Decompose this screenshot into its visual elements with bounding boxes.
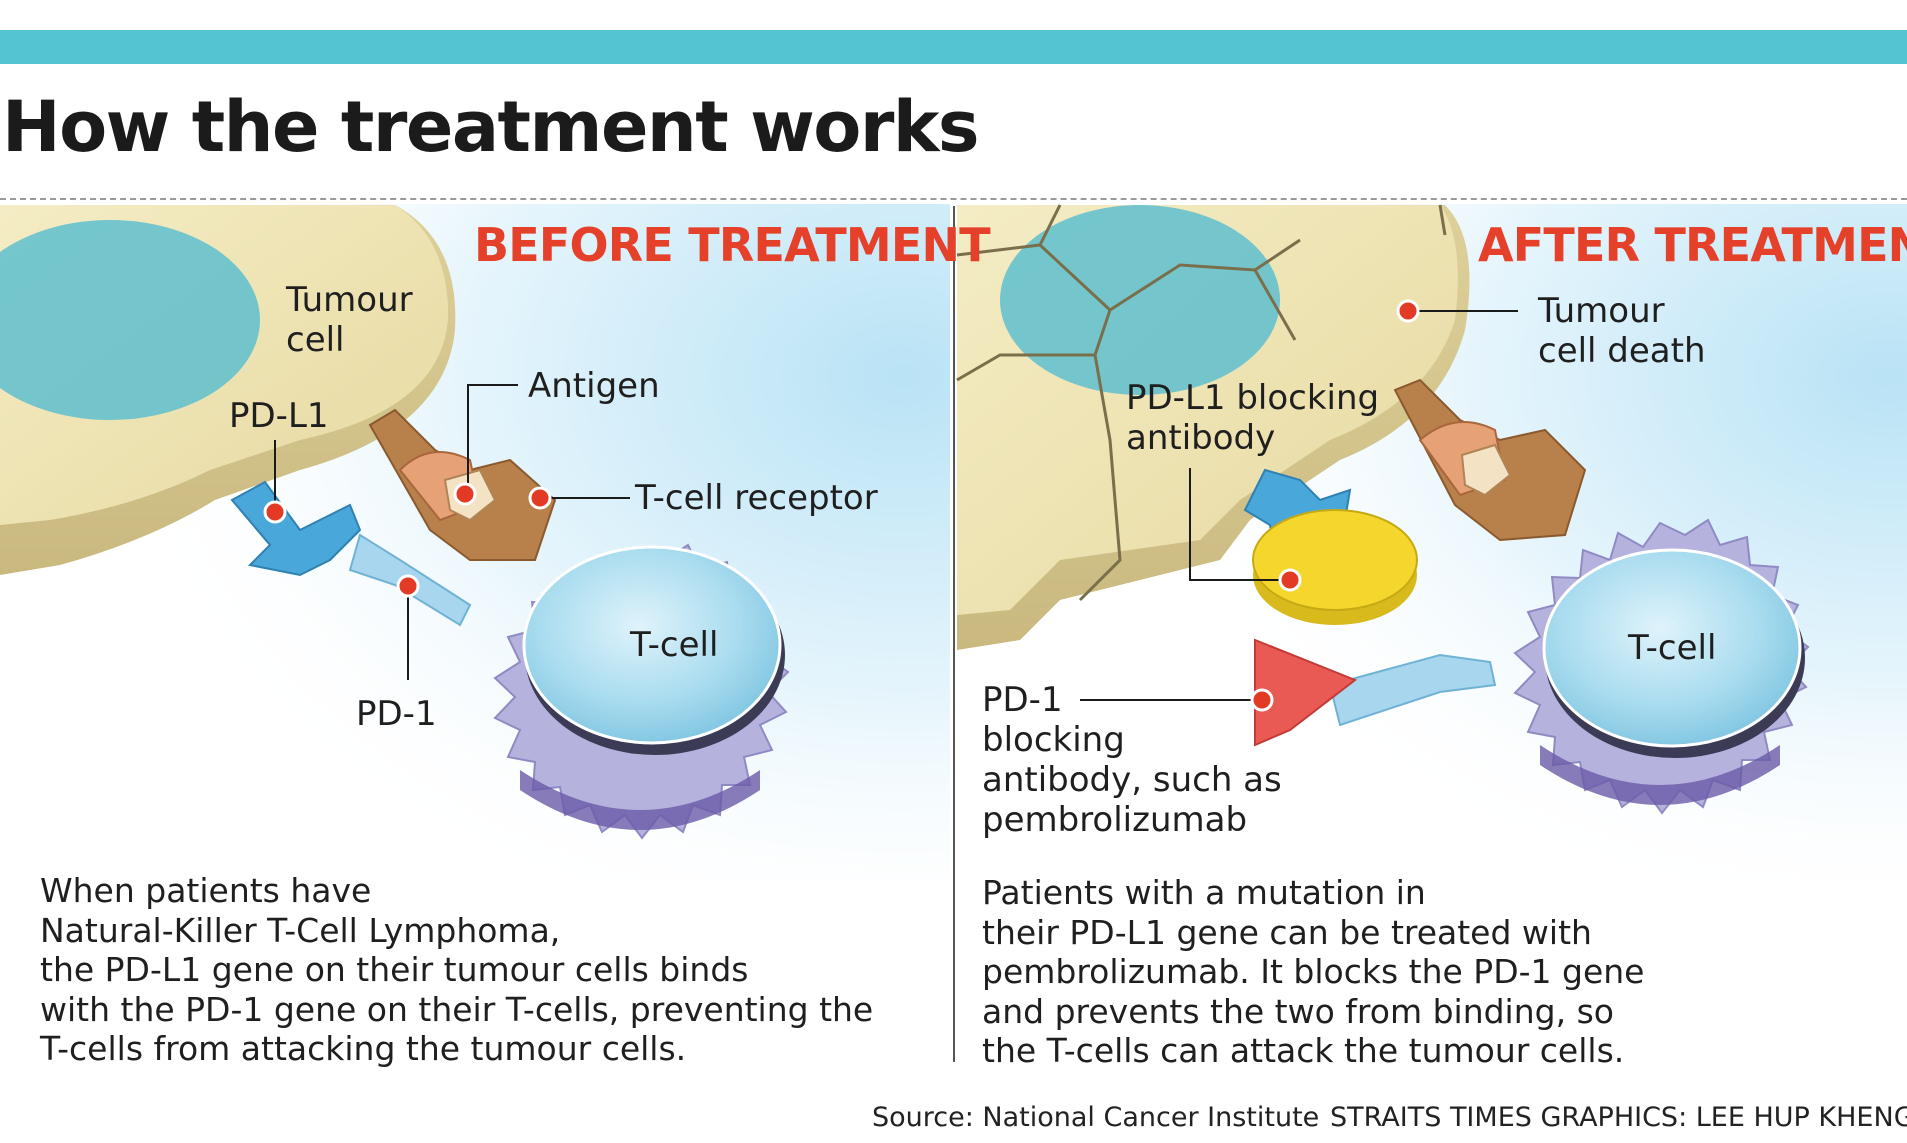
label-tcell-after: T-cell: [1628, 628, 1717, 668]
after-markers: [1250, 299, 1420, 712]
label-tcell-before: T-cell: [630, 625, 719, 665]
before-leaders: [274, 384, 630, 680]
label-pd-l1-blocking-antibody: PD-L1 blocking antibody: [1126, 378, 1380, 458]
after-leaders: [1080, 310, 1518, 701]
illustration: [0, 204, 1907, 880]
before-caption: When patients have Natural-Killer T-Cell…: [40, 871, 874, 1068]
label-pd-1: PD-1: [356, 694, 437, 734]
before-markers: [263, 482, 552, 598]
before-tumour-cell: [0, 205, 456, 575]
label-antigen: Antigen: [528, 366, 660, 406]
after-heading: AFTER TREATMENT: [1478, 218, 1907, 272]
after-caption: Patients with a mutation in their PD-L1 …: [982, 873, 1645, 1070]
after-pd-l1-blocker: [1252, 509, 1418, 625]
page-title: How the treatment works: [2, 86, 980, 168]
label-tcell-receptor: T-cell receptor: [635, 478, 878, 518]
label-tumour-cell-death: Tumour cell death: [1538, 291, 1706, 371]
after-pd-1: [1328, 653, 1497, 727]
after-tumour-cell: [956, 204, 1470, 650]
before-nucleus: [0, 220, 260, 420]
source-credit: Source: National Cancer Institute: [872, 1102, 1320, 1133]
before-heading: BEFORE TREATMENT: [474, 218, 991, 272]
after-nucleus: [1000, 205, 1280, 395]
accent-bar: [0, 30, 1907, 64]
graphics-credit: STRAITS TIMES GRAPHICS: LEE HUP KHENG: [1330, 1102, 1907, 1133]
label-pd-1-blocking-antibody: PD-1 blocking antibody, such as pembroli…: [982, 680, 1282, 840]
panel-divider: [953, 206, 955, 1062]
before-tcell: [493, 543, 790, 840]
label-tumour-cell: Tumour cell: [286, 280, 413, 360]
after-pd-1-blocker: [1254, 638, 1358, 747]
after-tcell: [1513, 518, 1810, 815]
after-tcell-receptor: [1393, 378, 1587, 542]
label-pd-l1: PD-L1: [229, 396, 329, 436]
title-divider: [0, 198, 1907, 200]
